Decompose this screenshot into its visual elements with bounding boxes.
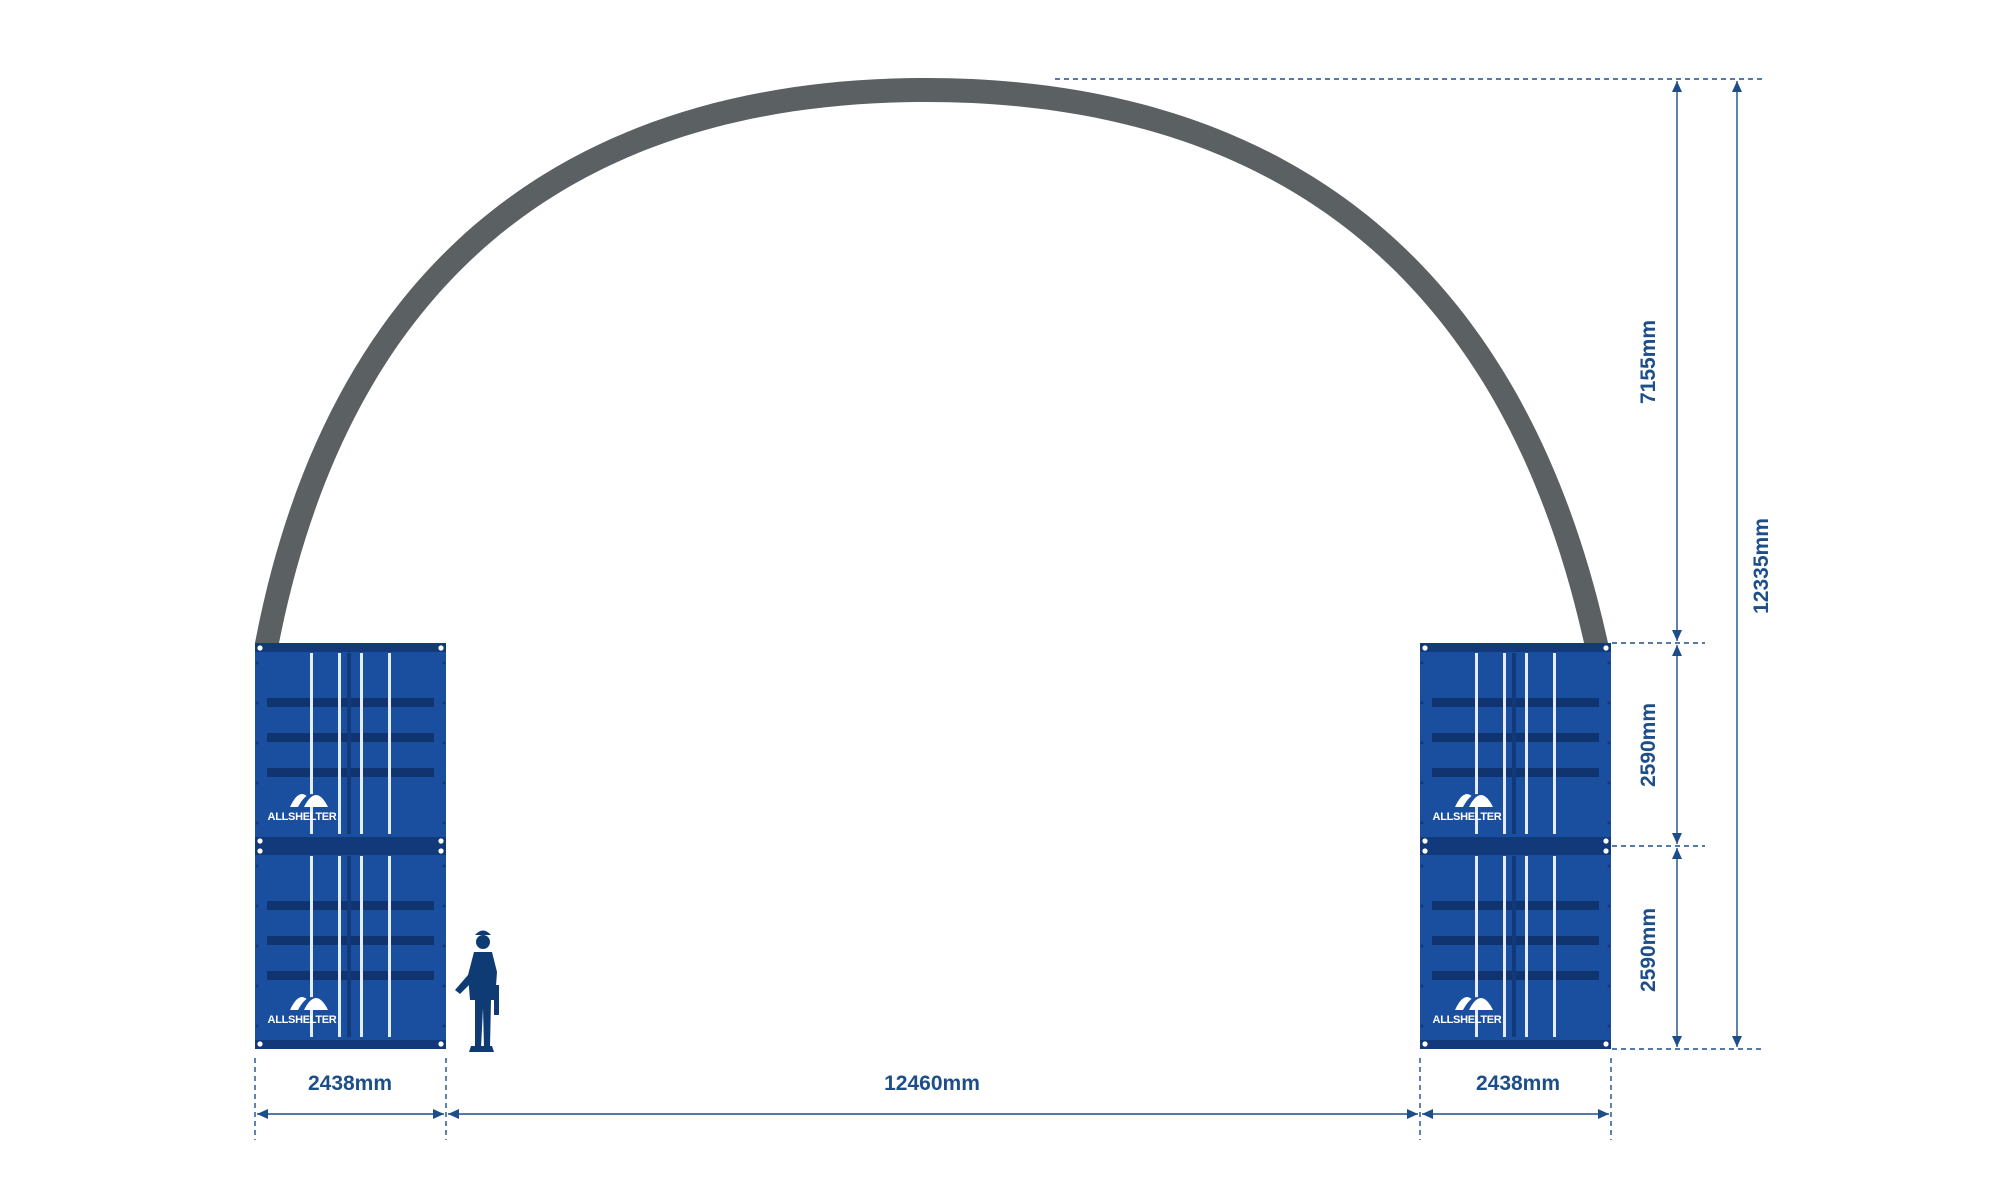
allshelter-logo-icon [290, 794, 328, 807]
door-lock-bar [1503, 653, 1506, 834]
corner-casting [1422, 645, 1428, 651]
lower-container-height-label: 2590mm [1637, 908, 1660, 992]
allshelter-logo-icon [1455, 794, 1493, 807]
container-logo-text: ALLSHELTER [1433, 1014, 1502, 1026]
arrow-head [1672, 81, 1682, 92]
allshelter-logo-icon [290, 997, 328, 1010]
corner-casting [438, 1041, 444, 1047]
door-lock-bar [1475, 856, 1478, 1037]
door-lock-bar [1553, 856, 1556, 1037]
arrow-head [1672, 630, 1682, 641]
arrow-head [1407, 1109, 1418, 1119]
corner-casting [257, 838, 263, 844]
container-left-top: ALLSHELTER [255, 643, 446, 846]
door-lock-bar [1503, 856, 1506, 1037]
container-bottom-rail [1420, 1040, 1611, 1049]
right-container-width-label: 2438mm [1476, 1072, 1560, 1095]
corner-casting [1603, 1041, 1609, 1047]
corner-casting [1603, 838, 1609, 844]
arrow-head [1672, 848, 1682, 859]
upper-container-height-label: 2590mm [1637, 703, 1660, 787]
door-seam [1512, 856, 1516, 1037]
door-lock-bar [388, 653, 391, 834]
container-bottom-rail [255, 1040, 446, 1049]
corner-casting [1422, 848, 1428, 854]
containers: ALLSHELTER ALLSHELTER ALLSHELTER ALLSHELTER [255, 643, 1611, 1049]
allshelter-logo-icon [1455, 997, 1493, 1010]
container-top-rail [1420, 643, 1611, 652]
corner-casting [438, 838, 444, 844]
container-bottom-rail [255, 837, 446, 846]
span-width-label: 12460mm [884, 1072, 980, 1095]
door-lock-bar [1553, 653, 1556, 834]
container-left-bottom: ALLSHELTER [255, 846, 446, 1049]
container-top-rail [1420, 846, 1611, 855]
arrow-head [1732, 81, 1742, 92]
arrow-head [1422, 1109, 1433, 1119]
arrow-head [433, 1109, 444, 1119]
corner-casting [257, 645, 263, 651]
container-top-rail [255, 643, 446, 652]
door-lock-bar [338, 856, 341, 1037]
door-lock-bar [1475, 653, 1478, 834]
dimension-arrows [257, 81, 1742, 1119]
corner-casting [1422, 838, 1428, 844]
door-lock-bar [360, 856, 363, 1037]
door-lock-bar [310, 856, 313, 1037]
arrow-head [257, 1109, 268, 1119]
corner-casting [257, 848, 263, 854]
arrow-head [1732, 1036, 1742, 1047]
corner-casting [257, 1041, 263, 1047]
container-logo-text: ALLSHELTER [1433, 811, 1502, 823]
person-silhouette-icon [455, 930, 499, 1052]
corner-casting [438, 848, 444, 854]
corner-casting [438, 645, 444, 651]
container-top-rail [255, 846, 446, 855]
corner-casting [1422, 1041, 1428, 1047]
container-right-top: ALLSHELTER [1420, 643, 1611, 846]
door-lock-bar [388, 856, 391, 1037]
container-logo-text: ALLSHELTER [268, 811, 337, 823]
door-lock-bar [1525, 653, 1528, 834]
corner-casting [1603, 645, 1609, 651]
arrow-head [1672, 645, 1682, 656]
door-seam [347, 653, 351, 834]
arrow-head [1598, 1109, 1609, 1119]
door-lock-bar [310, 653, 313, 834]
left-container-width-label: 2438mm [308, 1072, 392, 1095]
arch-rise-label: 7155mm [1637, 320, 1660, 404]
container-logo-text: ALLSHELTER [268, 1014, 337, 1026]
arrow-head [1672, 833, 1682, 844]
door-lock-bar [360, 653, 363, 834]
door-lock-bar [1525, 856, 1528, 1037]
door-seam [1512, 653, 1516, 834]
arrow-head [448, 1109, 459, 1119]
dimension-lines [254, 78, 1765, 1140]
door-seam [347, 856, 351, 1037]
door-lock-bar [338, 653, 341, 834]
corner-casting [1603, 848, 1609, 854]
arch-roof [255, 78, 1608, 643]
total-height-label: 12335mm [1750, 518, 1773, 614]
arrow-head [1672, 1036, 1682, 1047]
container-bottom-rail [1420, 837, 1611, 846]
container-right-bottom: ALLSHELTER [1420, 846, 1611, 1049]
